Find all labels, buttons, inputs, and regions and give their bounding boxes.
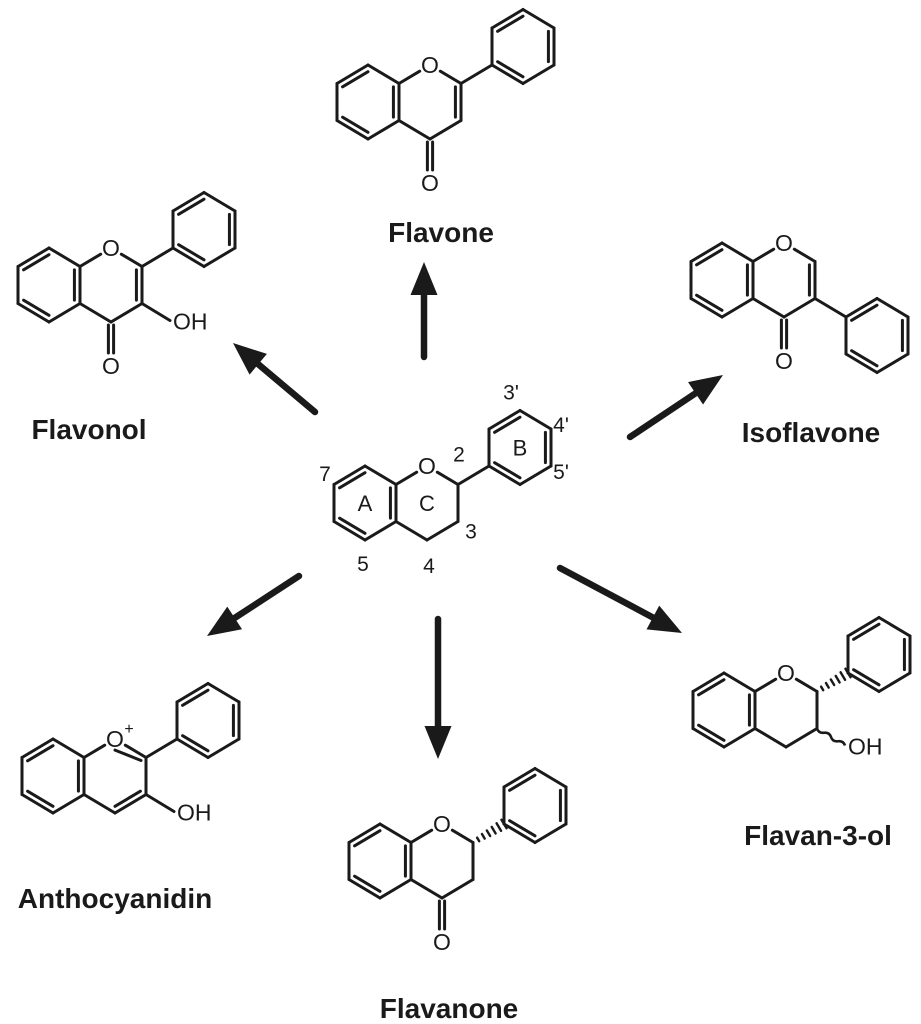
flavone-label: Flavone bbox=[388, 217, 494, 248]
ring-b-label: B bbox=[513, 436, 528, 461]
flavonol-hydroxyl-label: OH bbox=[173, 309, 208, 335]
anthocyanidin-label: Anthocyanidin bbox=[17, 883, 213, 914]
arrow-to-flavonol bbox=[233, 343, 319, 416]
flavan3ol-label: Flavan-3-ol bbox=[744, 820, 892, 851]
locant-5-prime: 5' bbox=[553, 461, 569, 484]
arrow-to-isoflavone bbox=[626, 375, 723, 441]
anthocyanidin-structure: O+ OH bbox=[20, 682, 241, 826]
arrow-to-flavan3ol bbox=[556, 564, 682, 633]
locant-7: 7 bbox=[319, 463, 331, 486]
flavone-ketone-oxygen-label: O bbox=[421, 170, 439, 196]
flavanone-structure: OO bbox=[347, 767, 568, 955]
arrow-to-anthocyanidin bbox=[207, 572, 303, 636]
ring-c-label: C bbox=[419, 491, 435, 516]
locant-3-prime: 3' bbox=[503, 382, 519, 405]
locant-3: 3 bbox=[465, 521, 477, 544]
flavonol-structure: O O OH bbox=[16, 191, 237, 379]
locant-2: 2 bbox=[453, 444, 465, 467]
flavanone-label: Flavanone bbox=[379, 993, 519, 1024]
flavan3ol-hydroxyl-label: OH bbox=[848, 734, 883, 760]
isoflavone-ring-oxygen-label: O bbox=[775, 230, 793, 256]
backbone-structure: O A C B 7 5 4 3 2 3' 4' 5' bbox=[319, 382, 569, 579]
flavone-ring-oxygen-label: O bbox=[421, 52, 439, 78]
anthocyanidin-cation-plus-label: + bbox=[124, 721, 133, 738]
anthocyanidin-hydroxyl-label: OH bbox=[177, 800, 212, 826]
ring-a-label: A bbox=[358, 491, 373, 516]
flavan3ol-ring-oxygen-label: O bbox=[777, 660, 795, 686]
isoflavone-label: Isoflavone bbox=[741, 417, 881, 448]
arrow-to-flavanone bbox=[424, 615, 452, 759]
isoflavone-structure: OO bbox=[689, 230, 910, 374]
flavanone-ketone-oxygen-label: O bbox=[433, 929, 451, 955]
flavonol-ketone-oxygen-label: O bbox=[102, 353, 120, 379]
flavanone-ring-oxygen-label: O bbox=[433, 811, 451, 837]
flavonol-label: Flavonol bbox=[31, 414, 147, 445]
arrow-to-flavone bbox=[410, 262, 438, 361]
anthocyanidin-ring-oxygen-label: O bbox=[106, 726, 124, 752]
flavone-structure: OO bbox=[335, 8, 556, 196]
flavonol-ring-oxygen-label: O bbox=[102, 235, 120, 261]
locant-4-prime: 4' bbox=[553, 414, 569, 437]
backbone-ring-oxygen-label: O bbox=[418, 453, 436, 479]
locant-5: 5 bbox=[357, 553, 369, 576]
flavan3ol-structure: O OH bbox=[691, 616, 912, 760]
locant-4: 4 bbox=[423, 555, 435, 578]
isoflavone-ketone-oxygen-label: O bbox=[775, 348, 793, 374]
